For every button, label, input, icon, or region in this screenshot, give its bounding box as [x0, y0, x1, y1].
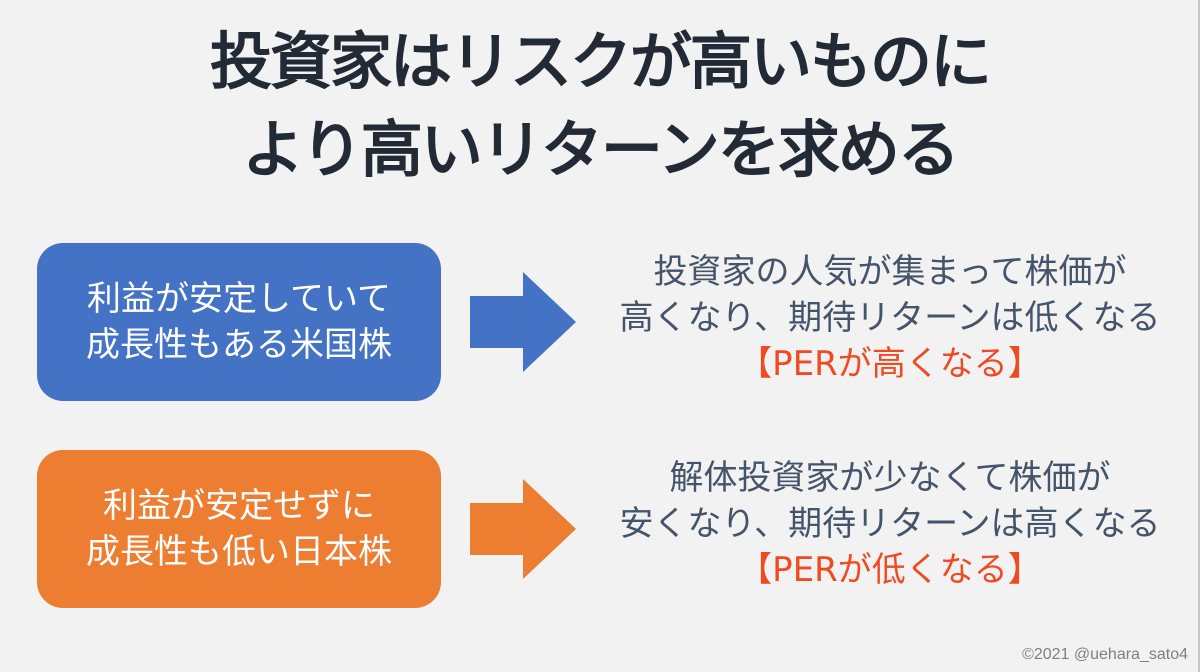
us-stock-per-highlight: 【PERが高くなる】: [738, 344, 1042, 384]
us-stock-result-line-1: 投資家の人気が集まって株価が: [653, 252, 1127, 292]
jp-stock-result-line-2: 安くなり、期待リターンは高くなる: [619, 504, 1161, 544]
us-stock-box: 利益が安定していて 成長性もある米国株: [37, 243, 441, 401]
us-stock-box-line-2: 成長性もある米国株: [86, 325, 392, 365]
right-arrow-icon: [470, 272, 576, 372]
us-stock-result-line-2: 高くなり、期待リターンは低くなる: [619, 298, 1161, 338]
jp-stock-box-line-2: 成長性も低い日本株: [86, 532, 392, 572]
right-arrow-icon: [470, 479, 576, 579]
jp-stock-result-line-1: 解体投資家が少なくて株価が: [669, 458, 1111, 498]
slide-title: 投資家はリスクが高いものに より高いリターンを求める: [0, 18, 1200, 194]
us-stock-box-line-1: 利益が安定していて: [87, 279, 391, 319]
jp-stock-per-highlight: 【PERが低くなる】: [738, 550, 1042, 590]
jp-stock-box-line-1: 利益が安定せずに: [103, 486, 375, 526]
slide-right-border: [1198, 0, 1200, 672]
copyright-notice: ©2021 @uehara_sato4: [1022, 646, 1188, 663]
title-line-2: より高いリターンを求める: [242, 113, 960, 186]
jp-stock-result: 解体投資家が少なくて株価が 安くなり、期待リターンは高くなる 【PERが低くなる…: [600, 455, 1180, 593]
jp-stock-box: 利益が安定せずに 成長性も低い日本株: [37, 450, 441, 608]
title-line-1: 投資家はリスクが高いものに: [209, 25, 992, 98]
us-stock-result: 投資家の人気が集まって株価が 高くなり、期待リターンは低くなる 【PERが高くな…: [600, 249, 1180, 387]
